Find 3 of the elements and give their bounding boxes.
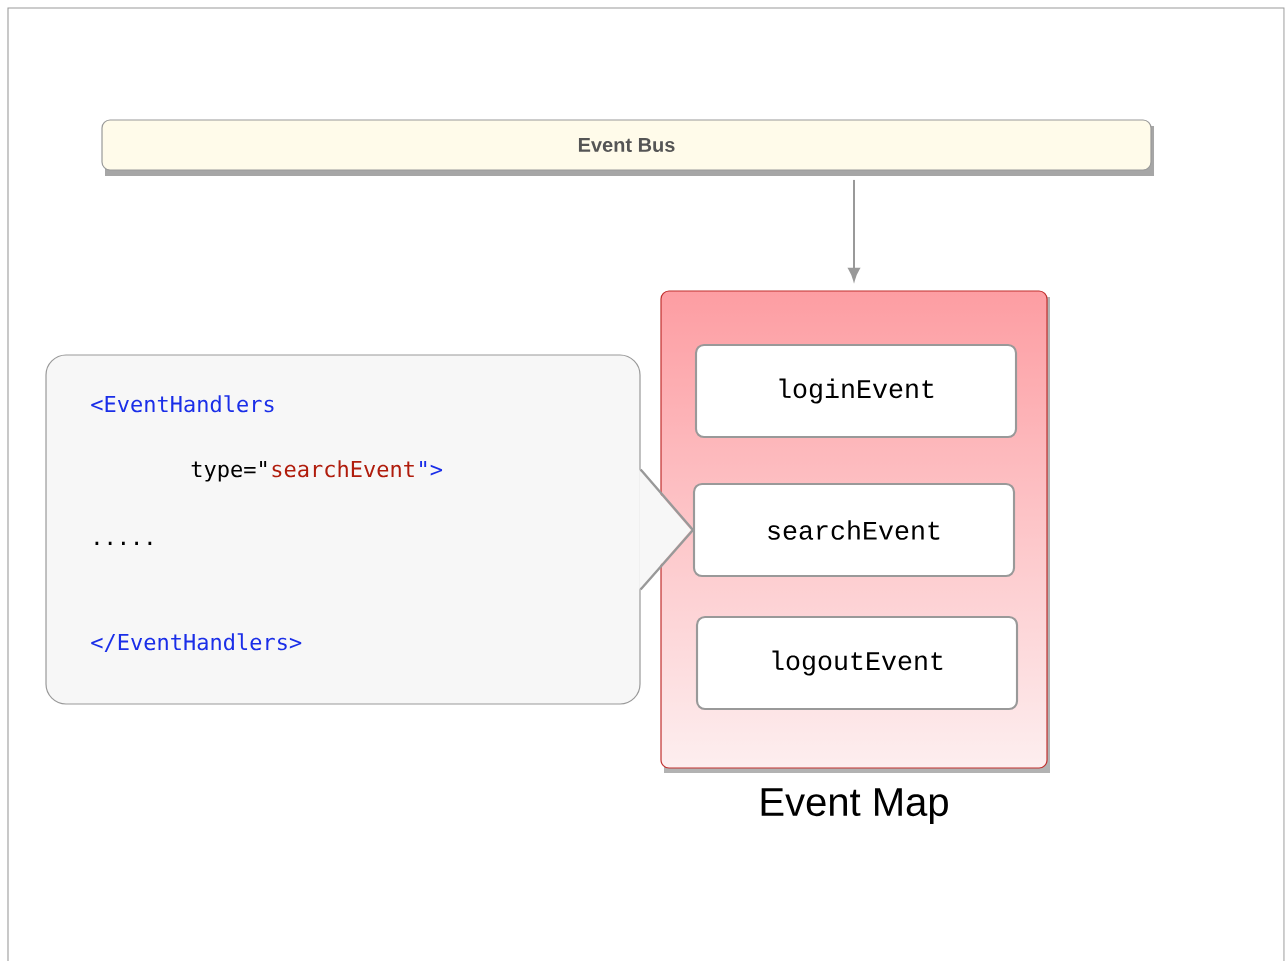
box-heading: Event Map xyxy=(761,788,948,825)
arrow xyxy=(848,178,860,281)
bus-bar: Event Bus xyxy=(101,119,1154,176)
